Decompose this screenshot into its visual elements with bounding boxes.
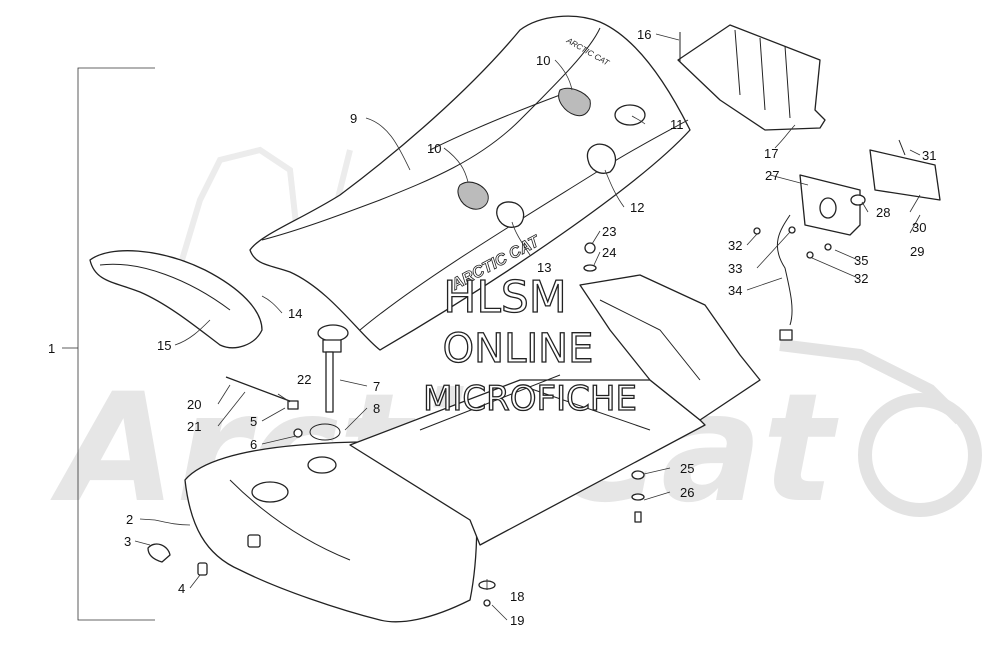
hardware-left [147, 534, 261, 576]
fuel-sender [317, 324, 349, 413]
callout-12: 12 [630, 200, 644, 215]
callout-31: 31 [922, 148, 936, 163]
callout-32-right: 32 [854, 271, 868, 286]
watermark: HLSM ONLINE MICROFICHE [422, 271, 637, 419]
callout-33: 33 [728, 261, 742, 276]
callout-20: 20 [187, 397, 201, 412]
callout-24: 24 [602, 245, 616, 260]
callout-34: 34 [728, 283, 742, 298]
callout-25: 25 [680, 461, 694, 476]
callout-18: 18 [510, 589, 524, 604]
callout-11: 11 [670, 117, 684, 132]
watermark-line-1: HLSM [443, 272, 567, 323]
assembly-bracket [62, 67, 155, 621]
callout-22: 22 [297, 372, 311, 387]
rear-cover [677, 24, 826, 131]
o-ring [309, 423, 341, 441]
callout-13: 13 [537, 260, 551, 275]
callout-27: 27 [765, 168, 779, 183]
callout-1: 1 [48, 341, 55, 356]
callout-26: 26 [680, 485, 694, 500]
callout-10-lower: 10 [427, 141, 441, 156]
callout-15: 15 [157, 338, 171, 353]
callout-3: 3 [124, 534, 131, 549]
callout-28: 28 [876, 205, 890, 220]
leader-lines [134, 33, 921, 621]
side-cover [89, 250, 263, 349]
watermark-line-2: ONLINE [443, 326, 594, 372]
callout-32-left: 32 [728, 238, 742, 253]
callout-35: 35 [854, 253, 868, 268]
knobs [496, 143, 617, 228]
vent-hose [225, 376, 303, 438]
callout-9: 9 [350, 111, 357, 126]
callout-19: 19 [510, 613, 524, 628]
callout-10-upper: 10 [536, 53, 550, 68]
seat-base [349, 274, 761, 546]
callout-8: 8 [373, 401, 380, 416]
callout-30: 30 [912, 220, 926, 235]
taillight-assembly [753, 139, 941, 341]
callout-16: 16 [637, 27, 651, 42]
callout-2: 2 [126, 512, 133, 527]
fuel-tank [184, 441, 478, 623]
callout-21: 21 [187, 419, 201, 434]
callout-14: 14 [288, 306, 302, 321]
callout-6: 6 [250, 437, 257, 452]
callout-29: 29 [910, 244, 924, 259]
callout-23: 23 [602, 224, 616, 239]
callout-7: 7 [373, 379, 380, 394]
grab-handles [457, 87, 591, 210]
callout-4: 4 [178, 581, 185, 596]
callout-17: 17 [764, 146, 778, 161]
callout-numbers: 1 2 3 4 5 6 7 8 9 10 10 11 12 13 14 15 1… [48, 27, 936, 628]
watermark-line-3: MICROFICHE [423, 379, 637, 419]
plug [614, 104, 646, 126]
callout-5: 5 [250, 414, 257, 429]
